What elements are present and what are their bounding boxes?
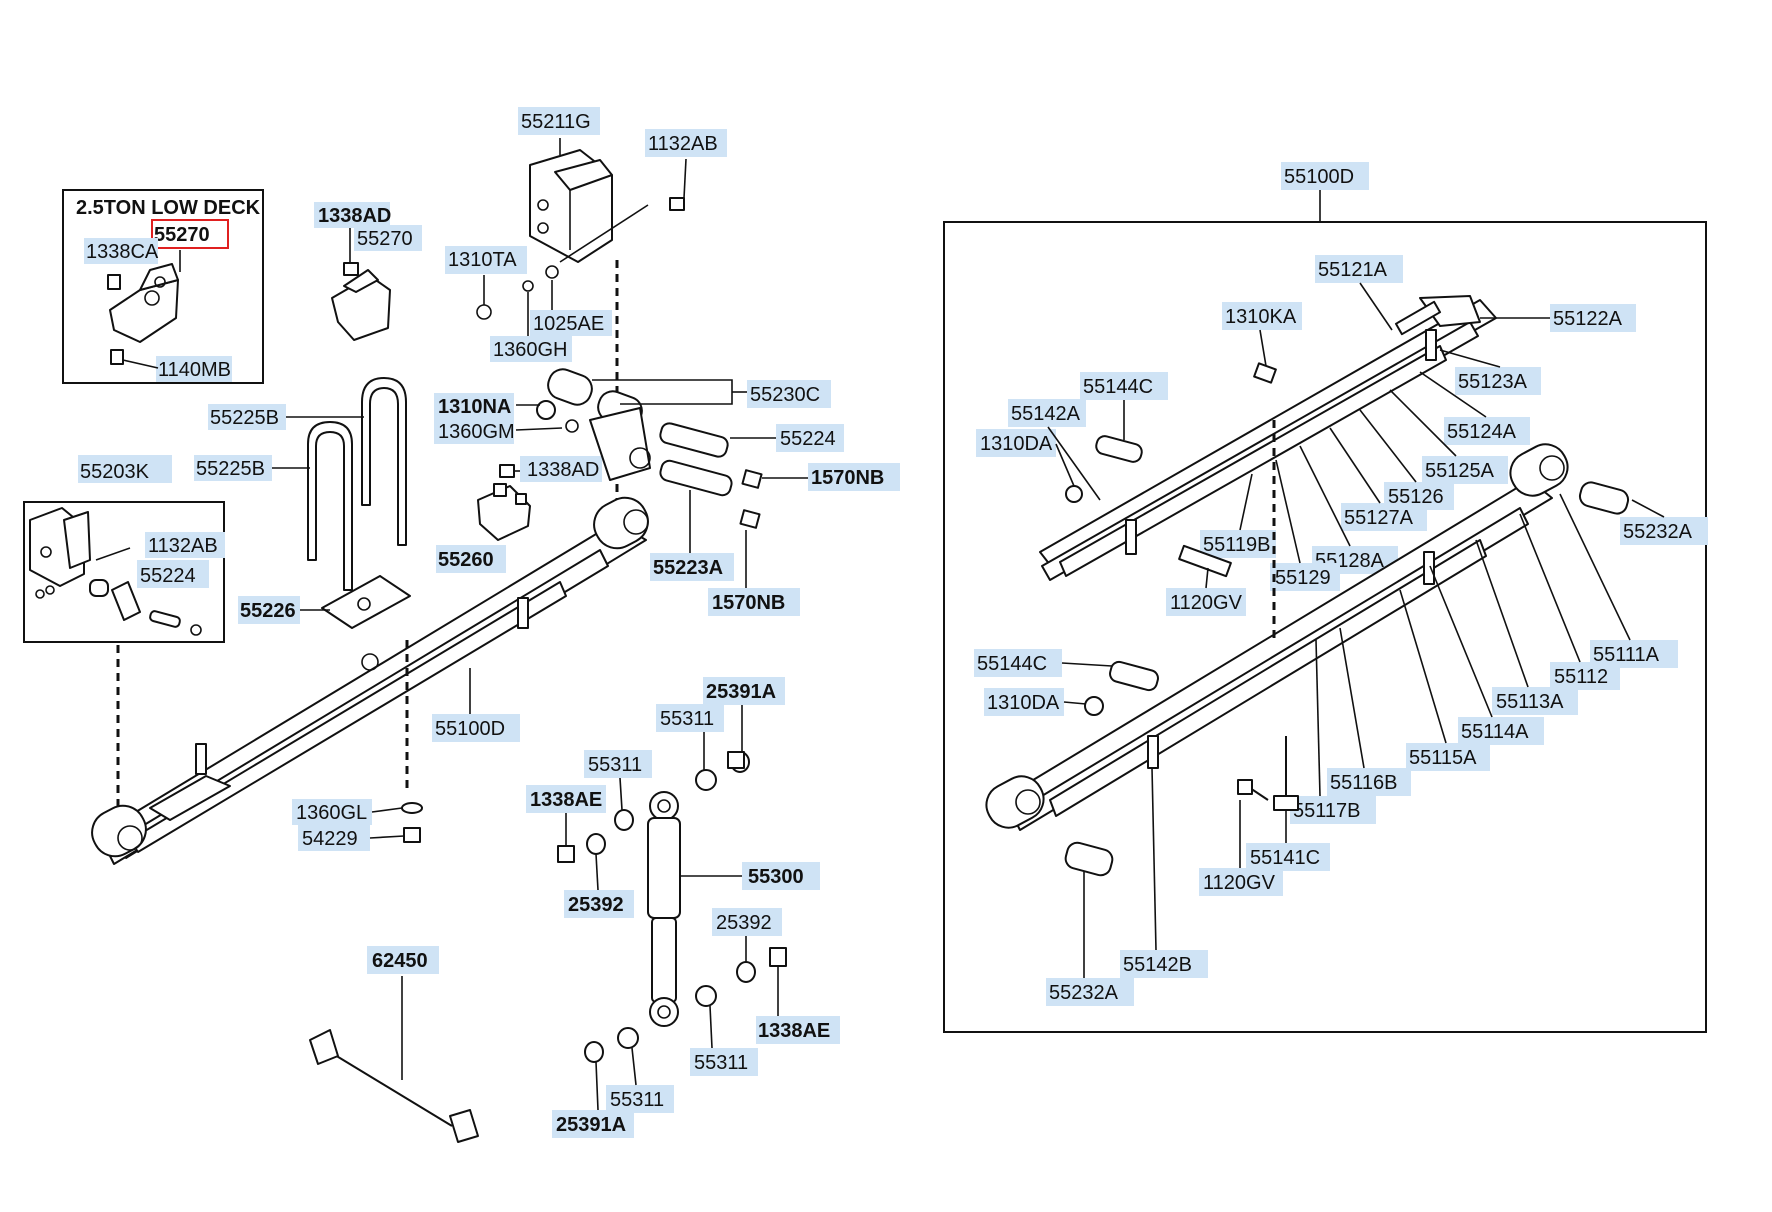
- shock-absorber-drawing: [557, 705, 787, 1111]
- callout-55115A[interactable]: 55115A: [1409, 747, 1477, 769]
- callout-55142B[interactable]: 55142B: [1123, 954, 1192, 976]
- inset-bracket-drawing: [107, 250, 181, 369]
- callout-55141C[interactable]: 55141C: [1250, 847, 1320, 869]
- callout-1338AE-right[interactable]: 1338AE: [758, 1020, 830, 1042]
- callout-55232A-bottom[interactable]: 55232A: [1049, 982, 1119, 1004]
- callout-1132AB-sub[interactable]: 1132AB: [148, 535, 218, 557]
- callout-1025AE[interactable]: 1025AE: [533, 313, 604, 335]
- callout-55311-a[interactable]: 55311: [660, 708, 714, 730]
- callout-55100D-left[interactable]: 55100D: [435, 718, 505, 740]
- highlight-box-55270: [151, 219, 229, 249]
- callout-1310NA[interactable]: 1310NA: [438, 396, 511, 418]
- callout-1338AE-left[interactable]: 1338AE: [530, 789, 602, 811]
- callout-1338AD-mid[interactable]: 1338AD: [527, 459, 599, 481]
- callout-1310TA[interactable]: 1310TA: [448, 249, 517, 271]
- leaf-spring-left-drawing: [91, 496, 649, 865]
- callout-55311-d[interactable]: 55311: [610, 1089, 664, 1111]
- callout-55144C-top[interactable]: 55144C: [1083, 376, 1153, 398]
- callout-bg: [156, 356, 232, 382]
- callout-55311-c[interactable]: 55311: [694, 1052, 748, 1074]
- callout-55226[interactable]: 55226: [240, 600, 296, 622]
- callout-1338AD-top[interactable]: 1338AD: [318, 205, 391, 227]
- callout-55225B-a[interactable]: 55225B: [210, 407, 279, 429]
- callout-55123A[interactable]: 55123A: [1458, 371, 1528, 393]
- callout-55125A[interactable]: 55125A: [1425, 460, 1495, 482]
- callout-1360GM[interactable]: 1360GM: [438, 421, 515, 443]
- callout-55100D-detail[interactable]: 55100D: [1284, 166, 1354, 188]
- callout-55114A[interactable]: 55114A: [1461, 721, 1529, 743]
- callout-62450[interactable]: 62450: [372, 950, 428, 972]
- callout-1310DA-bottom[interactable]: 1310DA: [987, 692, 1060, 714]
- callout-55203K[interactable]: 55203K: [80, 461, 150, 483]
- callout-55124A[interactable]: 55124A: [1447, 421, 1517, 443]
- pad-55260-drawing: [477, 483, 747, 588]
- callout-55211G[interactable]: 55211G: [521, 111, 591, 133]
- callout-55270-main[interactable]: 55270: [357, 228, 413, 250]
- callout-55232A-right[interactable]: 55232A: [1623, 521, 1693, 543]
- callout-1570NB-b[interactable]: 1570NB: [712, 592, 785, 614]
- shackle-drawing: [499, 368, 808, 529]
- callout-55127A[interactable]: 55127A: [1344, 507, 1414, 529]
- callout-55116B[interactable]: 55116B: [1330, 772, 1397, 794]
- callout-55117B[interactable]: 55117B: [1293, 800, 1360, 822]
- callout-55260[interactable]: 55260: [438, 549, 494, 571]
- callout-55270-highlight[interactable]: 55270: [154, 224, 210, 246]
- callout-55142A[interactable]: 55142A: [1011, 403, 1081, 425]
- sub-box-55203K: [23, 501, 225, 643]
- callout-1310DA-top[interactable]: 1310DA: [980, 433, 1053, 455]
- callout-bg: [84, 238, 158, 264]
- callout-1120GV-bottom[interactable]: 1120GV: [1203, 872, 1276, 894]
- sub-box-drawing: [29, 507, 202, 820]
- callout-1310KA[interactable]: 1310KA: [1225, 306, 1297, 328]
- detail-box-frame: [943, 221, 1707, 1033]
- callout-55126[interactable]: 55126: [1388, 486, 1444, 508]
- callout-1140MB[interactable]: 1140MB: [158, 359, 231, 381]
- callout-55129[interactable]: 55129: [1275, 567, 1331, 589]
- callout-54229[interactable]: 54229: [302, 828, 358, 850]
- callout-55230C[interactable]: 55230C: [750, 384, 820, 406]
- callout-55225B-b[interactable]: 55225B: [196, 458, 265, 480]
- callout-1360GH[interactable]: 1360GH: [493, 339, 568, 361]
- detail-spring-upper-drawing: [1039, 282, 1550, 589]
- u-bolt-drawing: [272, 377, 407, 591]
- callout-55121A[interactable]: 55121A: [1318, 259, 1388, 281]
- bracket-55270-drawing: [331, 228, 391, 341]
- callout-1338CA[interactable]: 1338CA: [86, 241, 159, 263]
- callout-55113A[interactable]: 55113A: [1496, 691, 1564, 713]
- callout-1132AB-top[interactable]: 1132AB: [648, 133, 718, 155]
- callout-55122A[interactable]: 55122A: [1553, 308, 1623, 330]
- callout-55111A[interactable]: 55111A: [1593, 644, 1660, 666]
- callout-55112[interactable]: 55112: [1554, 666, 1608, 688]
- callout-25391A-top[interactable]: 25391A: [706, 681, 776, 703]
- callout-55300[interactable]: 55300: [748, 866, 804, 888]
- callout-55144C-bottom[interactable]: 55144C: [977, 653, 1047, 675]
- callout-1570NB-a[interactable]: 1570NB: [811, 467, 884, 489]
- nut-washer-drawing: [369, 802, 423, 843]
- inset-box-frame: [62, 189, 264, 384]
- callout-55311-b[interactable]: 55311: [588, 754, 642, 776]
- callout-55224-main[interactable]: 55224: [780, 428, 836, 450]
- callout-55119B[interactable]: 55119B: [1203, 534, 1270, 556]
- callout-25392-b[interactable]: 25392: [716, 912, 772, 934]
- callout-25391A-bottom[interactable]: 25391A: [556, 1114, 626, 1136]
- inset-box-title: 2.5TON LOW DECK: [76, 197, 261, 219]
- callout-55223A[interactable]: 55223A: [653, 557, 723, 579]
- callout-1120GV-top[interactable]: 1120GV: [1170, 592, 1243, 614]
- callout-1360GL[interactable]: 1360GL: [296, 802, 367, 824]
- callout-55224-sub[interactable]: 55224: [140, 565, 196, 587]
- rod-62450-drawing: [309, 976, 479, 1143]
- callout-25392-a[interactable]: 25392: [568, 894, 624, 916]
- detail-spring-lower-drawing: [985, 420, 1665, 978]
